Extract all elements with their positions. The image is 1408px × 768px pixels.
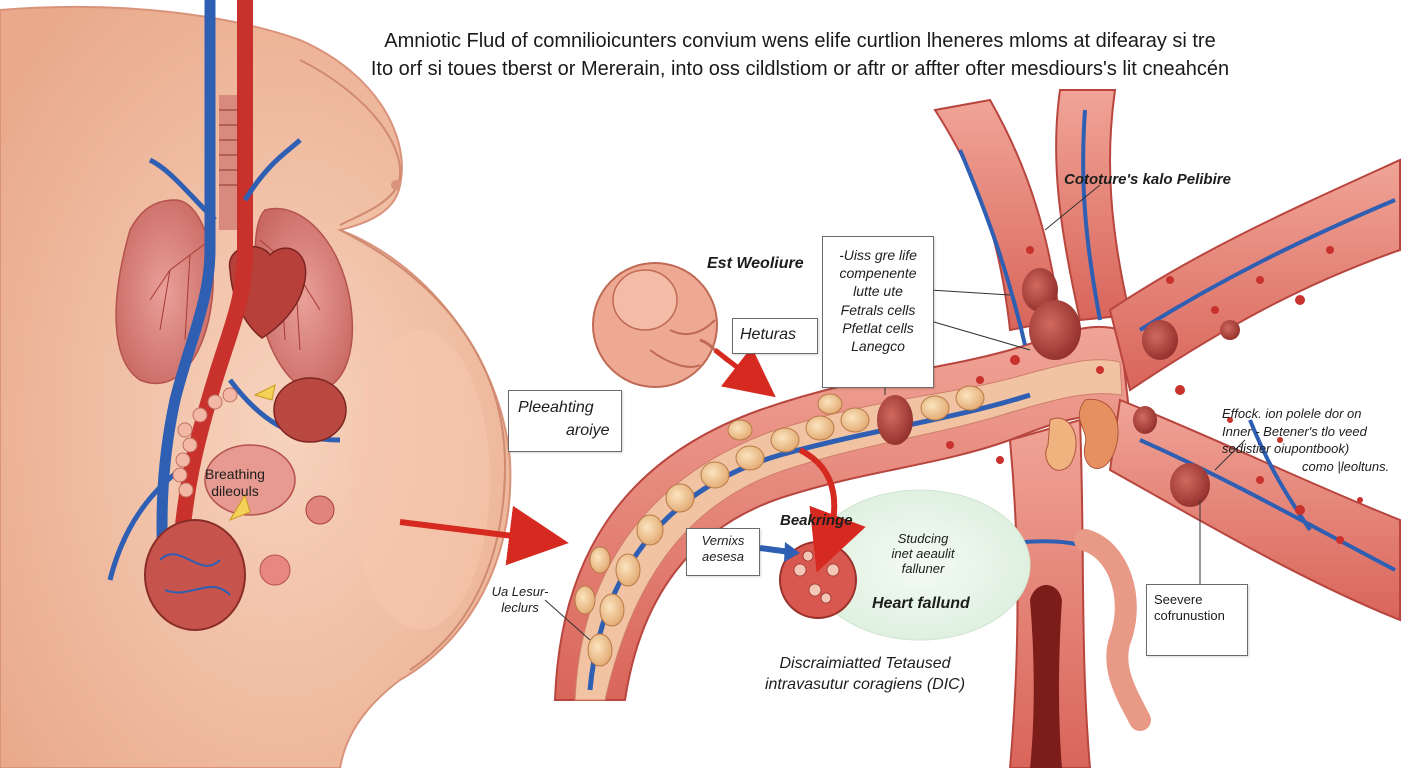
label-heturas: Heturas [740,326,797,343]
label-effock-line-3: sedistier oiupontbook) [1222,441,1350,457]
red-curve-arrow [798,447,866,573]
breast-outline [299,59,402,226]
descending-lumen [1030,585,1062,768]
nipple [391,180,401,190]
label-severe: Seevere cofrunustion [1154,592,1225,623]
stomach [204,444,296,516]
label-ua-lesur-line-1: Ua Lesur- [491,584,549,599]
clot-1 [877,395,913,445]
box-pleeahting [508,390,622,452]
label-list-line-1: -Uiss gre life [839,247,917,263]
uterus [144,519,246,631]
label-list-line-6: Lanegco [851,337,905,354]
label-list: -Uiss gre life compenente lutte ute Fetr… [826,246,930,355]
label-breathing: Breathing dileouls [205,466,265,500]
figure-title-line-1: Amniotic Flud of comnilioicunters conviu… [384,30,1216,52]
label-vernixs-line-1: Vernixs [701,533,745,548]
label-list-line-3: lutte ute [853,283,903,300]
transfer-arrow [399,505,569,566]
label-studcing: Studcing inet aeaulit falluner [878,531,968,577]
label-list-line-4: Fetrals cells [840,301,916,318]
branch-veins-right [958,109,1396,572]
clots [1022,268,1240,507]
label-cototure: Cototure's kalo Pelibire [1064,171,1231,188]
label-studcing-line-3: falluner [901,560,945,576]
label-severe-line-1: Seevere [1154,592,1203,607]
fetus-arrow [713,346,776,398]
maternal-body [0,0,512,768]
uterus-vessels [159,553,231,596]
amniotic-cells [574,385,985,667]
ovary [259,554,291,586]
trachea-rings [219,109,237,186]
label-ua-lesur-line-2: leclurs [501,599,539,615]
fetus-limbs [649,319,716,368]
lower-right-branch [1108,398,1401,622]
placenta-small [273,377,347,443]
label-dic: Discraimiatted Tetaused intravasutur cor… [720,654,1010,696]
label-breathing-line-2: dileouls [211,482,259,499]
branch-veins [107,138,341,581]
label-list-line-2: compenente [839,265,917,282]
label-effock: Effock. ion polele dor on Inner - Betene… [1222,405,1389,475]
label-ua-lesur: Ua Lesur- leclurs [488,584,552,615]
box-list [822,236,934,388]
kidney-shape-2 [1045,417,1077,471]
label-vernixs: Vernixs aesesa [688,533,758,564]
red-dots [946,246,1363,544]
box-severe [1146,584,1248,656]
label-studcing-line-1: Studcing [897,531,949,546]
figure-title-line-2: Ito orf si toues tberst or Mererain, int… [370,58,1230,80]
label-list-line-5: Pfetlat cells [842,319,914,336]
label-effock-line-1: Effock. ion polele dor on [1222,406,1362,421]
fetus-head [612,269,678,331]
right-branch [1108,158,1401,392]
label-effock-line-2: Inner - Betener's tlo veed [1222,423,1367,439]
label-pleeahting-line-2: aroiye [566,422,610,440]
small-arrows-left [228,384,276,522]
label-studcing-line-2: inet aeaulit [891,545,955,561]
belly-curve [339,229,507,671]
box-heturas [732,318,818,354]
fetus [592,262,736,388]
label-effock-line-4: como |leoltuns. [1302,458,1390,474]
cell-cluster [305,495,335,525]
label-heart-failure: Heart fallund [872,595,970,612]
worm-vessel [1074,529,1151,731]
label-breathing-line-1: Breathing [205,466,265,482]
label-severe-line-2: cofrunustion [1154,607,1225,623]
intestine-beads [172,387,238,498]
kidney-shape [1078,398,1119,469]
vessel-network [553,89,1401,768]
label-vernixs-line-2: aesesa [702,548,744,564]
label-est-weoliure: Est Weoliure [707,255,804,272]
box-vernixs [686,528,760,576]
blue-arrow-head [784,542,800,562]
label-pleeahting: Pleeahting aroiye [518,398,610,440]
label-beakringe: Beakringe [780,512,853,529]
belly-shade [350,330,490,630]
label-dic-line-2: intravasutur coragiens (DIC) [764,675,966,693]
label-pleeahting-line-1: Pleeahting [518,399,594,416]
label-dic-line-1: Discraimiatted Tetaused [779,655,951,672]
